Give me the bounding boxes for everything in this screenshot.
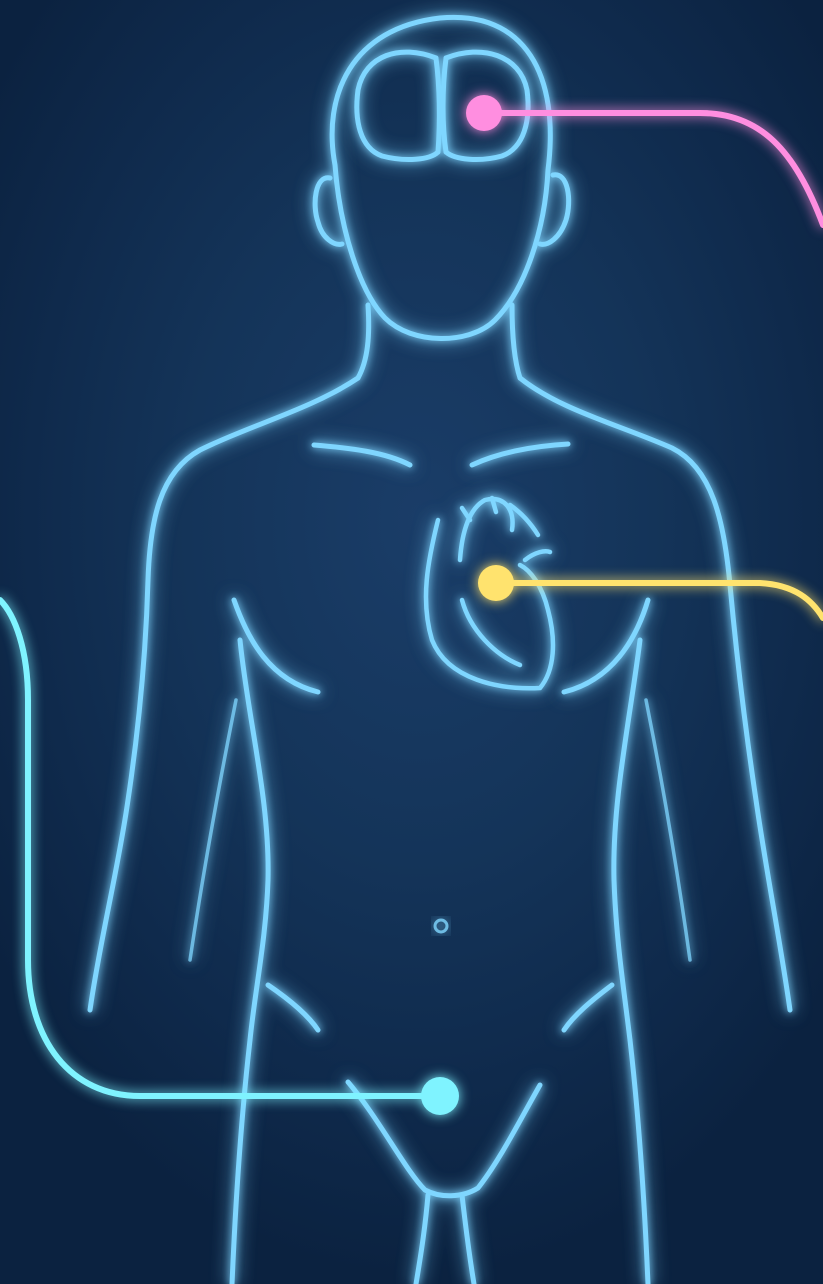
right-torso-side (614, 640, 640, 1040)
brain-marker-dot (466, 95, 502, 131)
neck-left (358, 305, 369, 378)
heart-aorta (460, 499, 513, 560)
heart-inner-line (462, 600, 520, 665)
brain-left-hemisphere (357, 52, 438, 159)
right-inner-arm (646, 700, 690, 960)
left-torso-side (240, 640, 268, 1040)
left-collarbone (314, 445, 410, 465)
inner-leg-right (462, 1195, 474, 1284)
right-leg-outer (630, 1040, 648, 1284)
brain-midline (436, 58, 439, 152)
groin-marker-dot (421, 1077, 459, 1115)
heart-marker-dot (478, 565, 514, 601)
heart-outline (426, 520, 553, 688)
right-shoulder-arm (520, 378, 790, 1010)
groin-connector (0, 600, 459, 1115)
neck-right (512, 305, 520, 378)
inner-leg-left (416, 1195, 428, 1284)
heart-vessel-4 (525, 551, 550, 560)
navel-icon (435, 920, 447, 932)
left-leg-outer (232, 1040, 250, 1284)
brain-icon (357, 52, 528, 159)
left-inner-arm (190, 700, 236, 960)
brain-connector (466, 95, 823, 225)
right-collarbone (472, 444, 568, 465)
brain-midline-2 (443, 58, 446, 152)
left-hip-crease (268, 985, 318, 1030)
right-hip-crease (564, 985, 612, 1030)
